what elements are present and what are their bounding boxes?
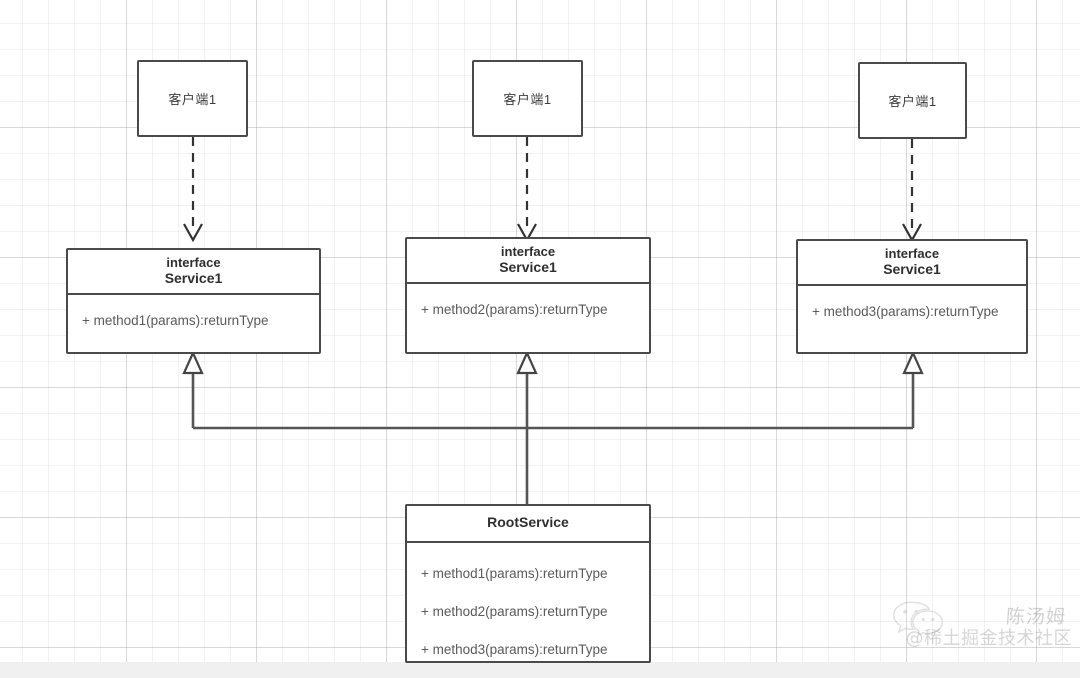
interface-body-2: + method2(params):returnType xyxy=(407,284,649,320)
dependency-client2-to-interface2 xyxy=(517,137,537,243)
interface-stereotype-3: interface xyxy=(884,246,940,261)
inheritance-bus xyxy=(191,373,915,504)
interface-stereotype-1: interface xyxy=(166,255,221,270)
interface-header-1: interface Service1 xyxy=(68,250,319,295)
interface-body-3: + method3(params):returnType xyxy=(798,286,1026,322)
canvas-bottom-strip xyxy=(0,662,1080,678)
client-box-3[interactable]: 客户端1 xyxy=(858,62,967,139)
client-label-2: 客户端1 xyxy=(503,92,552,107)
inheritance-arrowhead-left xyxy=(182,350,204,375)
root-service-name: RootService xyxy=(487,514,569,530)
root-service-member-3: + method3(params):returnType xyxy=(421,642,608,657)
interface-box-3[interactable]: interface Service1 + method3(params):ret… xyxy=(796,239,1028,354)
root-service-member-1: + method1(params):returnType xyxy=(421,566,608,581)
interface-member-3-1: + method3(params):returnType xyxy=(812,304,999,319)
root-service-body: + method1(params):returnType + method2(p… xyxy=(407,543,649,669)
interface-box-1[interactable]: interface Service1 + method1(params):ret… xyxy=(66,248,321,354)
dependency-client3-to-interface3 xyxy=(902,139,922,243)
interface-header-2: interface Service1 xyxy=(407,239,649,284)
inheritance-arrowhead-right xyxy=(902,350,924,375)
interface-name-2: Service1 xyxy=(499,259,557,275)
interface-member-1-1: + method1(params):returnType xyxy=(82,313,269,328)
interface-body-1: + method1(params):returnType xyxy=(68,295,319,331)
root-service-header: RootService xyxy=(407,506,649,543)
interface-name-1: Service1 xyxy=(164,270,223,286)
interface-box-2[interactable]: interface Service1 + method2(params):ret… xyxy=(405,237,651,354)
interface-stereotype-2: interface xyxy=(500,244,556,259)
root-service-box[interactable]: RootService + method1(params):returnType… xyxy=(405,504,651,663)
inheritance-arrowhead-middle xyxy=(516,350,538,375)
dependency-client1-to-interface1 xyxy=(183,137,203,243)
client-label-1: 客户端1 xyxy=(168,92,217,107)
client-box-2[interactable]: 客户端1 xyxy=(472,60,583,137)
interface-name-3: Service1 xyxy=(883,261,941,277)
interface-member-2-1: + method2(params):returnType xyxy=(421,302,608,317)
client-label-3: 客户端1 xyxy=(888,94,937,109)
client-box-1[interactable]: 客户端1 xyxy=(137,60,248,137)
root-service-member-2: + method2(params):returnType xyxy=(421,604,608,619)
interface-header-3: interface Service1 xyxy=(798,241,1026,286)
